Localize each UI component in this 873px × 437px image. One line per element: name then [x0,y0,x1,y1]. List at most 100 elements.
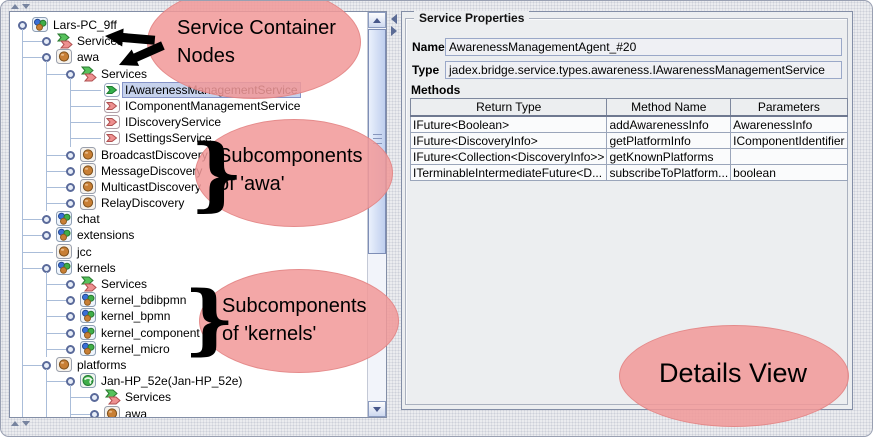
tree-guide-line [22,211,23,228]
collapsed-handle-icon[interactable] [66,166,75,176]
collapsed-handle-icon[interactable] [42,37,51,47]
tree-row[interactable]: platforms [10,356,367,374]
tree-elbow-line [23,57,42,59]
collapsed-handle-icon[interactable] [66,344,75,354]
tree-row[interactable]: RelayDiscovery [10,195,367,212]
tree-guide-line [46,389,47,406]
tree-elbow-line [47,300,66,302]
tree-guide-line [22,81,23,98]
scroll-down-button[interactable] [368,401,386,417]
tree-row[interactable]: IAwarenessManagementService [10,81,367,98]
tree-row[interactable]: Services [10,65,367,83]
tree-elbow-line [71,89,101,91]
tree-row[interactable]: IComponentManagementService [10,97,367,115]
method-cell[interactable]: AwarenessInfo [730,115,848,133]
tree-node-label: MulticastDiscovery [101,179,202,194]
collapsed-handle-icon[interactable] [66,312,75,322]
tree-row[interactable]: Lars-PC_9ff [10,17,367,34]
tree-row[interactable]: awa [10,405,367,418]
platform-icon [32,17,49,33]
method-cell[interactable]: addAwarenessInfo [606,115,732,133]
tree-row[interactable]: kernel_bdibpmn [10,292,367,309]
method-cell[interactable]: boolean [730,164,848,181]
tree-row[interactable]: Services [10,389,367,406]
method-row[interactable]: IFuture<Collection<DiscoveryInfo>>getKno… [409,148,848,165]
tree-row[interactable]: Jan-HP_52e(Jan-HP_52e) [10,373,367,391]
vertical-split-divider[interactable] [387,11,401,418]
tree-vertical-scrollbar[interactable] [367,12,386,417]
tree-row[interactable]: Services [10,33,367,50]
tree-row[interactable]: awa [10,49,367,67]
methods-table[interactable]: Return Type Method Name Parameters IFutu… [409,98,848,181]
tree-guide-line [22,65,23,82]
collapsed-handle-icon[interactable] [66,296,75,306]
groupbox-title: Service Properties [414,11,530,25]
tree-row[interactable]: extensions [10,227,367,244]
method-cell[interactable]: subscribeToPlatform... [606,164,732,181]
tree-row[interactable]: kernel_bpmn [10,308,367,325]
method-cell[interactable]: IFuture<Boolean> [409,115,608,133]
tree-row[interactable]: IDiscoveryService [10,114,367,131]
tree-guide-line [22,162,23,179]
tree-node-label: IComponentManagementService [125,98,301,113]
tree-row[interactable]: Services [10,276,367,293]
method-cell[interactable]: IFuture<Collection<DiscoveryInfo>> [409,148,608,165]
collapsed-handle-icon[interactable] [66,150,75,160]
column-method-name[interactable]: Method Name [606,98,732,117]
collapse-up-icon[interactable] [11,4,19,9]
tree-node-label: awa [125,406,148,418]
tree-row[interactable]: jcc [10,243,367,260]
scrollbar-thumb[interactable] [368,29,386,254]
tree-elbow-line [47,348,66,350]
collapsed-handle-icon[interactable] [66,280,75,289]
tree-row[interactable]: MessageDiscovery [10,162,367,179]
tree-elbow-line [23,267,42,269]
tree-stem-line [70,77,71,83]
tree-row[interactable]: BroadcastDiscovery [10,146,367,163]
collapse-left-icon[interactable] [391,14,397,24]
collapse-down-icon[interactable] [22,4,30,9]
type-field[interactable]: jadex.bridge.service.types.awareness.IAw… [445,61,842,79]
tree-row[interactable]: kernel_micro [10,340,367,357]
method-cell[interactable]: IFuture<DiscoveryInfo> [409,132,608,149]
collapsed-handle-icon[interactable] [42,215,51,225]
tree-row[interactable]: kernel_component [10,324,367,341]
method-row[interactable]: ITerminableIntermediateFuture<D...subscr… [409,164,848,181]
collapse-down-icon[interactable] [22,421,30,426]
tree-row[interactable]: ISettingsService [10,130,367,147]
method-cell[interactable]: getPlatformInfo [606,132,732,149]
tree-guide-line [22,405,23,417]
collapsed-handle-icon[interactable] [42,231,51,241]
tree-row[interactable]: kernels [10,259,367,277]
collapsed-handle-icon[interactable] [90,393,99,403]
tree-row[interactable]: MulticastDiscovery [10,178,367,196]
collapse-up-icon[interactable] [11,421,19,426]
top-split-divider[interactable] [3,3,870,11]
scroll-up-icon [373,18,381,23]
collapse-right-icon[interactable] [391,26,397,36]
column-return-type[interactable]: Return Type [409,98,608,117]
tree-row[interactable]: chat [10,211,367,228]
collapsed-handle-icon[interactable] [66,199,75,209]
details-panel: Service Properties Name AwarenessManagem… [401,11,853,410]
methods-table-header[interactable]: Return Type Method Name Parameters [409,98,848,117]
services-icon [80,276,97,292]
method-cell[interactable] [730,148,848,165]
method-cell[interactable]: IComponentIdentifier [730,132,848,149]
tree-guide-line [46,114,47,131]
column-parameters[interactable]: Parameters [730,98,848,117]
tree-node-label: kernel_bdibpmn [101,293,187,308]
method-cell[interactable]: ITerminableIntermediateFuture<D... [409,164,608,181]
collapsed-handle-icon[interactable] [90,409,99,417]
tree-node-label: Services [125,390,172,405]
name-field[interactable]: AwarenessManagementAgent_#20 [445,38,842,56]
tree-node-label: kernel_component [101,325,200,340]
collapsed-handle-icon[interactable] [66,182,75,192]
scroll-up-button[interactable] [368,12,386,28]
collapsed-handle-icon[interactable] [66,328,75,338]
method-cell[interactable]: getKnownPlatforms [606,148,732,165]
bottom-split-divider[interactable] [3,420,870,428]
